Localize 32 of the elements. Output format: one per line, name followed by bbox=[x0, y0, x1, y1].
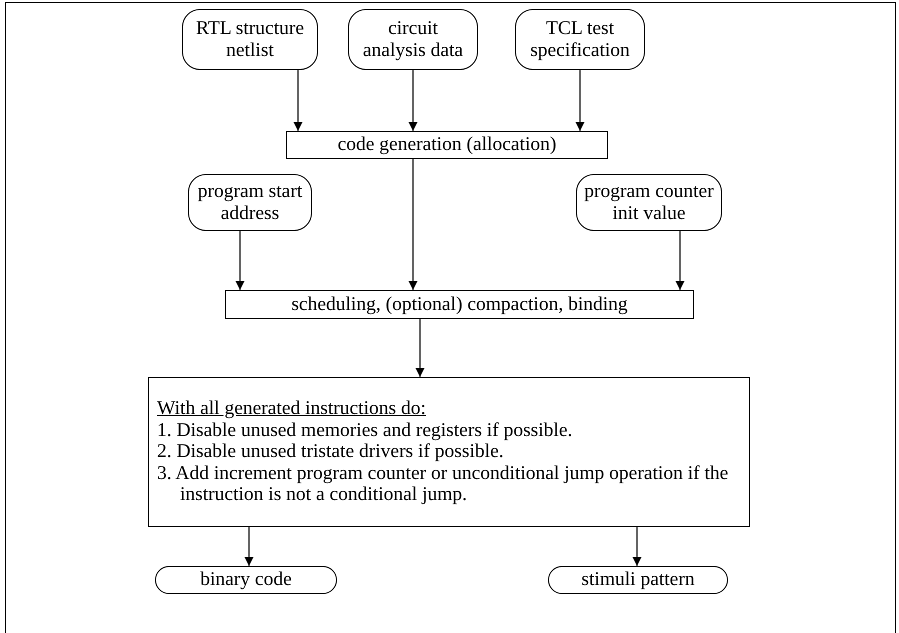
arrow bbox=[408, 159, 418, 290]
arrow bbox=[676, 231, 684, 290]
rounded-box bbox=[576, 174, 722, 231]
box-label: program start address bbox=[196, 181, 304, 224]
rounded-box bbox=[515, 9, 645, 70]
box-label: RTL structure netlist bbox=[194, 18, 306, 61]
arrow bbox=[294, 70, 302, 131]
box-label: circuit analysis data bbox=[362, 18, 464, 61]
box-label: stimuli pattern bbox=[581, 569, 695, 591]
rounded-box bbox=[182, 9, 318, 70]
arrow bbox=[416, 319, 424, 377]
arrow bbox=[408, 70, 418, 131]
instruction-box bbox=[148, 377, 750, 527]
box-label: binary code bbox=[200, 569, 292, 591]
heading-text: With all generated instructions do: bbox=[157, 398, 427, 420]
arrow bbox=[244, 527, 254, 566]
list-item: 2. Disable unused tristate drivers if possible. bbox=[157, 441, 505, 463]
box-label: program counter init value bbox=[583, 181, 715, 224]
arrow bbox=[576, 70, 584, 131]
arrow bbox=[236, 231, 244, 290]
list-item: 1. Disable unused memories and registers if possible. bbox=[157, 420, 574, 442]
rounded-box bbox=[188, 174, 312, 231]
arrow bbox=[632, 527, 642, 566]
process-box bbox=[225, 290, 694, 319]
process-box bbox=[286, 131, 608, 159]
rounded-box bbox=[548, 566, 728, 594]
rounded-box bbox=[155, 566, 337, 594]
list-item: 3. Add increment program counter or unconditional jump operation if the instruction is not a conditional jump. bbox=[157, 462, 730, 506]
rounded-box bbox=[348, 9, 478, 70]
box-label: code generation (allocation) bbox=[338, 134, 556, 156]
box-label: scheduling, (optional) compaction, binding bbox=[291, 294, 628, 316]
box-label: TCL test specification bbox=[529, 18, 631, 61]
